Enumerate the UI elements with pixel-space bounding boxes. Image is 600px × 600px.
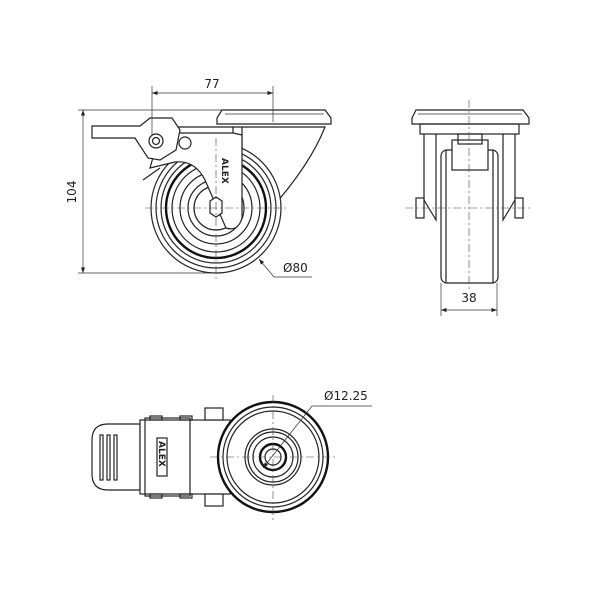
pivot-bolt: [148, 133, 164, 149]
tab: [179, 493, 193, 499]
top-logo: ALEX: [156, 441, 166, 467]
brake-lever: [91, 117, 181, 161]
front-top-plate: [411, 109, 530, 125]
tab: [149, 493, 163, 499]
pivot-bolt-inner: [151, 136, 161, 146]
brake-pedal: [91, 423, 141, 491]
rivet: [178, 136, 192, 150]
front-view: 38: [405, 100, 533, 316]
pedal-rib: [113, 434, 118, 481]
axle-nut-top: [204, 407, 224, 421]
dimension-104-label: 104: [65, 181, 79, 204]
dimension-77-label: 77: [204, 77, 219, 91]
side-view: ALEX 77 104 Ø80: [65, 77, 332, 282]
brake-block-top: [457, 133, 483, 145]
brake-block: [451, 139, 489, 171]
wheel-diameter-label: Ø80: [283, 261, 308, 275]
lever-housing: [144, 417, 191, 497]
brake-arm: [142, 167, 161, 181]
top-plate: [216, 109, 332, 125]
axle-nut-bottom: [204, 493, 224, 507]
tab: [149, 415, 163, 421]
top-view: ALEX Ø12.25: [91, 389, 372, 520]
side-logo: ALEX: [219, 158, 229, 184]
logo-plate: [156, 437, 168, 477]
fork-leg-left: [423, 134, 437, 223]
pedal-rib: [99, 434, 104, 481]
swivel-head: [419, 123, 520, 135]
pedal-rib: [106, 434, 111, 481]
wheel-width-label: 38: [461, 291, 476, 305]
fork-leg-right: [502, 134, 516, 223]
leader-wheel-diameter: [258, 258, 312, 278]
bore-diameter-label: Ø12.25: [324, 389, 368, 403]
tab: [179, 415, 193, 421]
leader-bore-diameter: [262, 405, 313, 469]
